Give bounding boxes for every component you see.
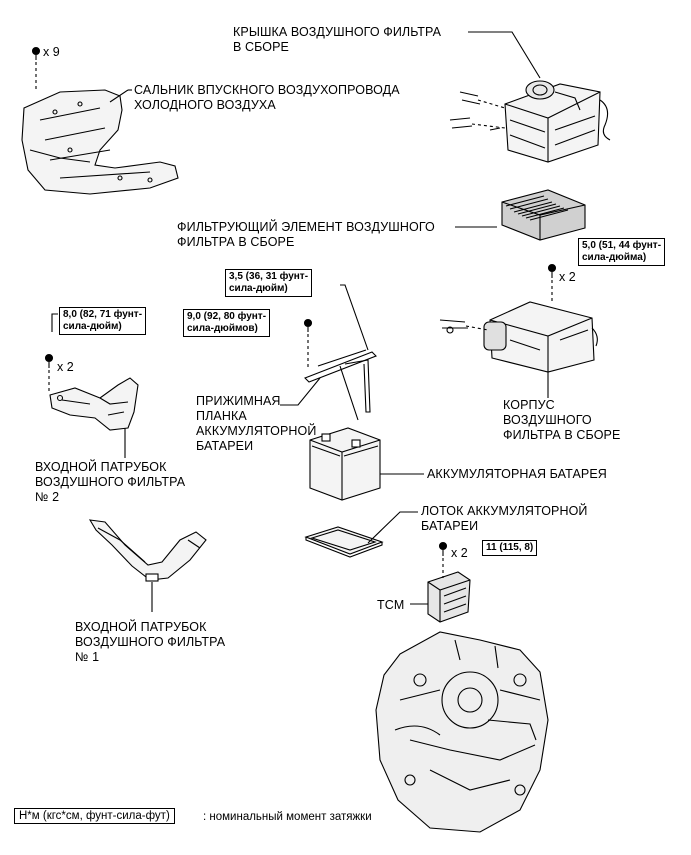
seal-clip-icon xyxy=(31,46,41,90)
battery-part xyxy=(309,427,381,501)
torque-legend-unit: Н*м (кгс*см, фунт-сила-фут) xyxy=(14,808,175,824)
inlet-no1-label: ВХОДНОЙ ПАТРУБОК ВОЗДУШНОГО ФИЛЬТРА № 1 xyxy=(75,620,226,664)
air-cleaner-cap-part xyxy=(449,80,611,163)
battery-label: АККУМУЛЯТОРНАЯ БАТАРЕЯ xyxy=(427,467,607,481)
clamp-rod-torque-spec: 3,5 (36, 31 фунт- сила-дюйм) xyxy=(225,269,313,297)
case-bolt-icon xyxy=(547,263,557,302)
case-bolts-quantity: x 2 xyxy=(559,270,576,284)
clamp-nut-torque-spec: 9,0 (92, 80 фунт- сила-дюймов) xyxy=(183,309,271,337)
clamp-nut-icon xyxy=(303,318,313,370)
inlet-no2-part xyxy=(49,377,139,431)
inlet-bolt-torque-spec: 8,0 (82, 71 фунт- сила-дюйм) xyxy=(59,307,147,335)
transaxle-part xyxy=(375,631,549,833)
battery-tray-part xyxy=(304,526,384,558)
seal-clips-quantity: x 9 xyxy=(43,45,60,59)
air-cleaner-case-part xyxy=(439,301,598,373)
air-cleaner-cap-label: КРЫШКА ВОЗДУШНОГО ФИЛЬТРА В СБОРЕ xyxy=(233,25,442,54)
inlet-no2-label: ВХОДНОЙ ПАТРУБОК ВОЗДУШНОГО ФИЛЬТРА № 2 xyxy=(35,460,186,504)
battery-clamp-part xyxy=(304,349,377,421)
battery-clamp-label: ПРИЖИМНАЯ ПЛАНКА АККУМУЛЯТОРНОЙ БАТАРЕИ xyxy=(196,394,317,453)
tcm-part xyxy=(427,571,471,623)
cool-air-duct-seal-part xyxy=(21,89,179,195)
case-bolt-torque-spec: 5,0 (51, 44 фунт- сила-дюйма) xyxy=(578,238,666,266)
tcm-label: TCM xyxy=(377,598,405,612)
cool-air-seal-label: САЛЬНИК ВПУСКНОГО ВОЗДУХОПРОВОДА ХОЛОДНО… xyxy=(134,83,400,112)
inlet-no1-part xyxy=(88,519,207,582)
inlet-bolt-icon xyxy=(44,353,54,393)
tcm-bolt-torque-spec: 11 (115, 8) xyxy=(482,540,538,556)
air-filter-element-part xyxy=(501,189,586,241)
air-cleaner-case-label: КОРПУС ВОЗДУШНОГО ФИЛЬТРА В СБОРЕ xyxy=(503,398,621,442)
torque-legend-description: : номинальный момент затяжки xyxy=(203,811,372,823)
tcm-bolts-quantity: x 2 xyxy=(451,546,468,560)
tcm-bolt-icon xyxy=(438,541,448,578)
filter-element-label: ФИЛЬТРУЮЩИЙ ЭЛЕМЕНТ ВОЗДУШНОГО ФИЛЬТРА В… xyxy=(177,220,435,249)
inlet-bolts-quantity: x 2 xyxy=(57,360,74,374)
battery-tray-label: ЛОТОК АККУМУЛЯТОРНОЙ БАТАРЕИ xyxy=(421,504,588,533)
